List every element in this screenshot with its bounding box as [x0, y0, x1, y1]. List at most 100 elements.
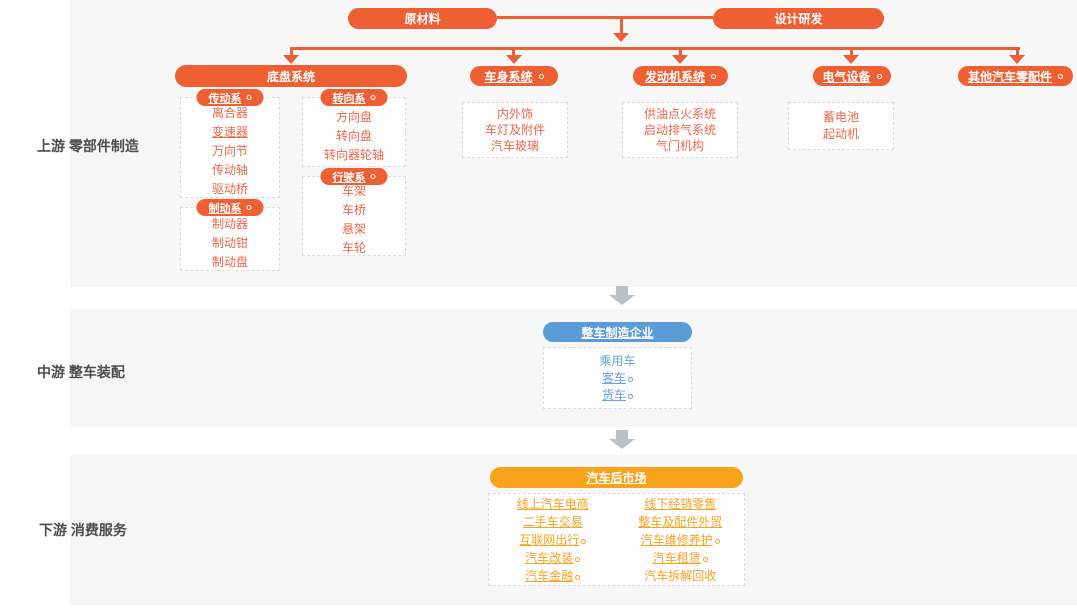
category-electric-equipment[interactable]: 电气设备 [813, 66, 891, 86]
node-auto-aftermarket[interactable]: 汽车后市场 [490, 467, 743, 488]
node-vehicle-manufacturer-label: 整车制造企业 [581, 325, 654, 340]
link-circle-icon [711, 73, 716, 79]
list-item: 制动器 [211, 216, 248, 231]
node-design-rd-label: 设计研发 [774, 12, 823, 26]
list-item: 起动机 [822, 127, 859, 141]
group-transmission-header[interactable]: 传动系 [196, 89, 264, 106]
list-item[interactable]: 汽车改装 [525, 549, 581, 567]
connector-bus-line [290, 47, 1020, 50]
link-circle-icon [628, 376, 633, 382]
group-header-label: 传动系 [208, 92, 242, 105]
group-transmission-box: 传动系 离合器 变速器 万向节 传动轴 驱动桥 [180, 89, 280, 198]
list-item[interactable]: 互联网出行 [519, 531, 587, 549]
link-circle-icon [1058, 73, 1063, 79]
group-running-box: 行驶系 车架 车桥 悬架 车轮 [302, 168, 406, 256]
group-steering-header[interactable]: 转向系 [320, 89, 388, 106]
node-vehicle-manufacturer[interactable]: 整车制造企业 [543, 322, 692, 342]
downstream-left-column: 线上汽车电商 二手车交易 互联网出行 汽车改装 汽车金融 [489, 494, 617, 585]
category-engine-label: 发动机系统 [644, 69, 705, 84]
category-other-label: 其他汽车零配件 [967, 69, 1052, 84]
link-circle-icon [702, 556, 708, 562]
drop-arrowhead-electric [843, 55, 859, 64]
link-circle-icon [246, 95, 252, 100]
group-brake-header[interactable]: 制动系 [196, 199, 264, 216]
downstream-columns: 线上汽车电商 二手车交易 互联网出行 汽车改装 汽车金融 线下经销零售 整车及配… [489, 494, 744, 585]
category-chassis-label: 底盘系统 [266, 69, 315, 84]
list-item[interactable]: 变速器 [211, 125, 248, 139]
link-circle-icon [575, 574, 581, 580]
list-item: 制动盘 [211, 254, 248, 269]
list-item[interactable]: 整车及配件外贸 [638, 514, 723, 529]
connector-center-arrowhead [613, 33, 629, 42]
link-circle-icon [575, 556, 581, 562]
drop-arrowhead-chassis [283, 55, 299, 64]
link-circle-icon [370, 174, 376, 179]
midstream-list: 乘用车 客车 货车 [544, 348, 691, 408]
link-circle-icon [628, 393, 633, 399]
group-running-header[interactable]: 行驶系 [320, 168, 388, 185]
group-header-label: 转向系 [332, 92, 366, 105]
group-steering-box: 转向系 方向盘 转向盘 转向器轮轴 [302, 89, 406, 167]
body-system-box: 内外饰 车灯及附件 汽车玻璃 [462, 102, 568, 158]
drop-stem-body [512, 47, 515, 56]
category-other-parts[interactable]: 其他汽车零配件 [958, 66, 1073, 86]
list-item[interactable]: 汽车维修养护 [641, 531, 720, 549]
group-header-label: 制动系 [208, 202, 242, 215]
connector-top-line [497, 16, 713, 19]
list-item: 驱动桥 [211, 182, 248, 196]
group-steering-list: 方向盘 转向盘 转向器轮轴 [303, 98, 405, 166]
drop-stem-engine [679, 47, 682, 56]
category-engine-system[interactable]: 发动机系统 [633, 66, 728, 86]
list-item: 气门机构 [655, 139, 704, 153]
category-electric-label: 电气设备 [822, 69, 871, 84]
node-auto-aftermarket-label: 汽车后市场 [586, 471, 647, 485]
drop-arrowhead-other [1009, 55, 1025, 64]
list-item[interactable]: 汽车租赁 [653, 549, 708, 567]
link-circle-icon [876, 73, 882, 79]
node-design-rd: 设计研发 [713, 8, 884, 29]
midstream-box: 乘用车 客车 货车 [543, 347, 692, 409]
list-item[interactable]: 汽车金融 [525, 567, 581, 585]
list-item: 转向器轮轴 [323, 147, 384, 162]
rail-label-upstream: 上游 零部件制造 [37, 138, 139, 154]
down-arrow-icon [606, 430, 638, 449]
list-item[interactable]: 二手车交易 [522, 514, 583, 529]
list-item: 车桥 [341, 203, 366, 217]
list-item: 车轮 [341, 241, 366, 255]
node-raw-materials: 原材料 [348, 8, 497, 29]
node-raw-materials-label: 原材料 [404, 12, 441, 26]
list-item: 启动排气系统 [643, 123, 716, 137]
list-item: 汽车玻璃 [490, 139, 539, 153]
list-item[interactable]: 线上汽车电商 [516, 496, 589, 511]
list-item: 悬架 [341, 222, 366, 236]
link-circle-icon [581, 538, 587, 544]
list-item: 车架 [341, 184, 366, 198]
group-transmission-list: 离合器 变速器 万向节 传动轴 驱动桥 [181, 98, 279, 197]
drop-stem-other [1016, 47, 1019, 56]
electric-system-box: 蓄电池 起动机 [788, 102, 894, 150]
downstream-box: 线上汽车电商 二手车交易 互联网出行 汽车改装 汽车金融 线下经销零售 整车及配… [488, 493, 745, 586]
drop-stem-chassis [290, 47, 293, 56]
category-chassis-system: 底盘系统 [175, 65, 407, 87]
list-item[interactable]: 货车 [602, 387, 633, 404]
engine-system-list: 供油点火系统 启动排气系统 气门机构 [623, 103, 737, 157]
list-item[interactable]: 客车 [602, 370, 633, 387]
list-item: 汽车拆解回收 [644, 568, 717, 583]
drop-arrowhead-engine [672, 55, 688, 64]
link-circle-icon [538, 73, 544, 79]
link-circle-icon [714, 538, 720, 544]
category-body-system[interactable]: 车身系统 [470, 66, 558, 86]
category-body-label: 车身系统 [484, 69, 533, 84]
list-item: 转向盘 [335, 128, 372, 143]
list-item: 内外饰 [496, 107, 533, 121]
rail-label-midstream: 中游 整车装配 [37, 364, 125, 380]
list-item[interactable]: 线下经销零售 [644, 496, 717, 511]
body-system-list: 内外饰 车灯及附件 汽车玻璃 [463, 103, 567, 157]
list-item: 蓄电池 [822, 110, 859, 124]
list-item: 乘用车 [599, 353, 636, 368]
group-header-label: 行驶系 [332, 171, 366, 184]
list-item: 供油点火系统 [643, 107, 716, 121]
rail-label-downstream: 下游 消费服务 [39, 522, 127, 538]
list-item: 离合器 [211, 106, 248, 120]
list-item: 车灯及附件 [484, 123, 545, 137]
